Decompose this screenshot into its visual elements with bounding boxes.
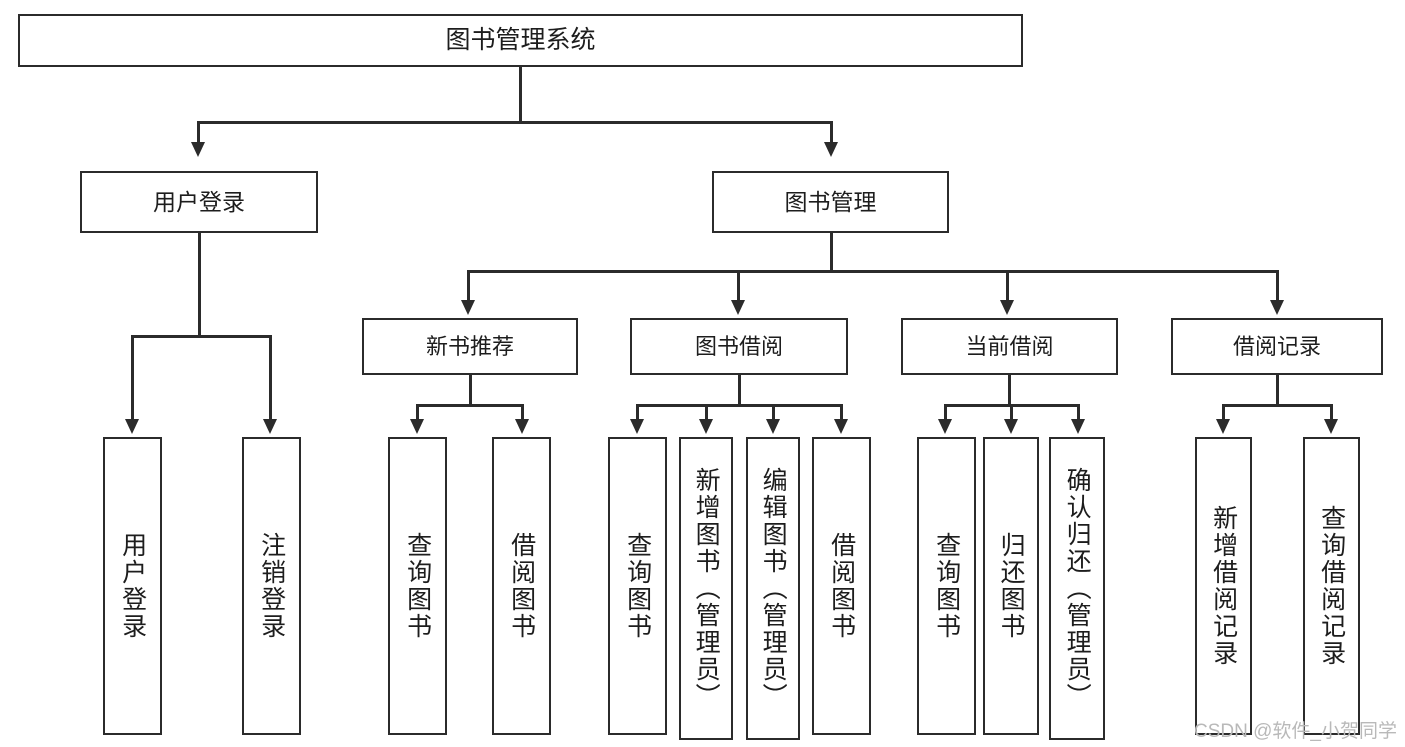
arrow-to-leaf-br-add-record	[1216, 419, 1230, 434]
node-label: 新增借阅记录	[1209, 505, 1238, 667]
arrow-to-leaf-cb-confirm-return	[1071, 419, 1085, 434]
leaf-logout[interactable]: 注销登录	[242, 437, 301, 735]
leaf-cb-return-book[interactable]: 归还图书	[983, 437, 1039, 735]
connector-user-login-drop-2	[269, 335, 272, 422]
arrow-to-leaf-bb-query-book	[630, 419, 644, 434]
connector-root-stem	[519, 67, 522, 121]
connector-br-drop-2	[1330, 404, 1333, 422]
leaf-bb-borrow-book[interactable]: 借阅图书	[812, 437, 871, 735]
connector-root-bar	[197, 121, 832, 124]
node-new-book-recommend[interactable]: 新书推荐	[362, 318, 578, 375]
node-label: 借阅图书	[507, 532, 536, 640]
connector-bb-drop-4	[840, 404, 843, 422]
arrow-to-leaf-bb-add-book	[699, 419, 713, 434]
connector-cb-drop-1	[944, 404, 947, 422]
node-label: 注销登录	[257, 532, 286, 640]
connector-br-stem	[1276, 375, 1279, 404]
node-book-management[interactable]: 图书管理	[712, 171, 949, 233]
connector-root-drop-right	[830, 121, 833, 145]
node-user-login[interactable]: 用户登录	[80, 171, 318, 233]
arrow-to-current-borrow	[1000, 300, 1014, 315]
node-label: 查询图书	[932, 532, 961, 640]
connector-nbr-stem	[469, 375, 472, 404]
arrow-to-leaf-user-login	[125, 419, 139, 434]
leaf-bb-edit-book-admin[interactable]: 编辑图书（管理员）	[746, 437, 800, 740]
connector-bb-bar	[636, 404, 842, 407]
connector-bm-drop-4	[1276, 270, 1279, 303]
arrow-to-leaf-nbr-borrow-book	[515, 419, 529, 434]
connector-user-login-bar	[131, 335, 271, 338]
connector-nbr-drop-1	[416, 404, 419, 422]
node-label: 用户登录	[118, 532, 147, 640]
connector-cb-drop-2	[1010, 404, 1013, 422]
node-label: 图书借阅	[694, 333, 783, 359]
csdn-watermark: CSDN @软件_小贺同学	[1194, 721, 1397, 742]
connector-nbr-bar	[416, 404, 523, 407]
connector-cb-drop-3	[1077, 404, 1080, 422]
node-label: 确认归还（管理员）	[1063, 467, 1092, 710]
connector-bb-stem	[738, 375, 741, 404]
node-label: 当前借阅	[965, 333, 1054, 359]
arrow-to-leaf-logout	[263, 419, 277, 434]
arrow-to-leaf-bb-borrow-book	[834, 419, 848, 434]
node-borrow-record[interactable]: 借阅记录	[1171, 318, 1383, 375]
arrow-to-leaf-br-query-record	[1324, 419, 1338, 434]
node-label: 借阅记录	[1232, 333, 1321, 359]
node-label: 图书管理	[784, 188, 877, 215]
connector-root-drop-left	[197, 121, 200, 145]
connector-nbr-drop-2	[521, 404, 524, 422]
arrow-to-new-book-recommend	[461, 300, 475, 315]
connector-cb-stem	[1008, 375, 1011, 404]
leaf-br-add-record[interactable]: 新增借阅记录	[1195, 437, 1252, 735]
node-label: 借阅图书	[827, 532, 856, 640]
node-label: 图书管理系统	[445, 25, 596, 54]
arrow-to-leaf-cb-query-book	[938, 419, 952, 434]
connector-bb-drop-1	[636, 404, 639, 422]
arrow-to-leaf-cb-return-book	[1004, 419, 1018, 434]
node-label: 查询图书	[623, 532, 652, 640]
node-book-borrow[interactable]: 图书借阅	[630, 318, 848, 375]
leaf-bb-query-book[interactable]: 查询图书	[608, 437, 667, 735]
node-label: 编辑图书（管理员）	[759, 467, 788, 710]
connector-book-management-stem	[830, 233, 833, 270]
connector-user-login-drop-1	[131, 335, 134, 422]
node-label: 新书推荐	[425, 333, 514, 359]
node-label: 查询图书	[403, 532, 432, 640]
arrow-to-user-login	[191, 142, 205, 157]
node-label: 查询借阅记录	[1317, 505, 1346, 667]
connector-bm-drop-2	[737, 270, 740, 303]
connector-book-management-bar	[467, 270, 1278, 273]
leaf-br-query-record[interactable]: 查询借阅记录	[1303, 437, 1360, 735]
connector-bm-drop-1	[467, 270, 470, 303]
leaf-user-login[interactable]: 用户登录	[103, 437, 162, 735]
arrow-to-leaf-nbr-query-book	[410, 419, 424, 434]
arrow-to-borrow-record	[1270, 300, 1284, 315]
node-label: 用户登录	[153, 188, 245, 215]
connector-br-bar	[1222, 404, 1332, 407]
node-root-book-management-system[interactable]: 图书管理系统	[18, 14, 1023, 67]
connector-user-login-stem	[198, 233, 201, 335]
arrow-to-book-borrow	[731, 300, 745, 315]
arrow-to-book-management	[824, 142, 838, 157]
connector-bb-drop-3	[772, 404, 775, 422]
connector-bb-drop-2	[705, 404, 708, 422]
leaf-cb-confirm-return-admin[interactable]: 确认归还（管理员）	[1049, 437, 1105, 740]
node-label: 归还图书	[997, 532, 1026, 640]
leaf-nbr-query-book[interactable]: 查询图书	[388, 437, 447, 735]
connector-bm-drop-3	[1006, 270, 1009, 303]
node-label: 新增图书（管理员）	[692, 467, 721, 710]
connector-br-drop-1	[1222, 404, 1225, 422]
arrow-to-leaf-bb-edit-book	[766, 419, 780, 434]
node-current-borrow[interactable]: 当前借阅	[901, 318, 1118, 375]
leaf-nbr-borrow-book[interactable]: 借阅图书	[492, 437, 551, 735]
leaf-cb-query-book[interactable]: 查询图书	[917, 437, 976, 735]
leaf-bb-add-book-admin[interactable]: 新增图书（管理员）	[679, 437, 733, 740]
